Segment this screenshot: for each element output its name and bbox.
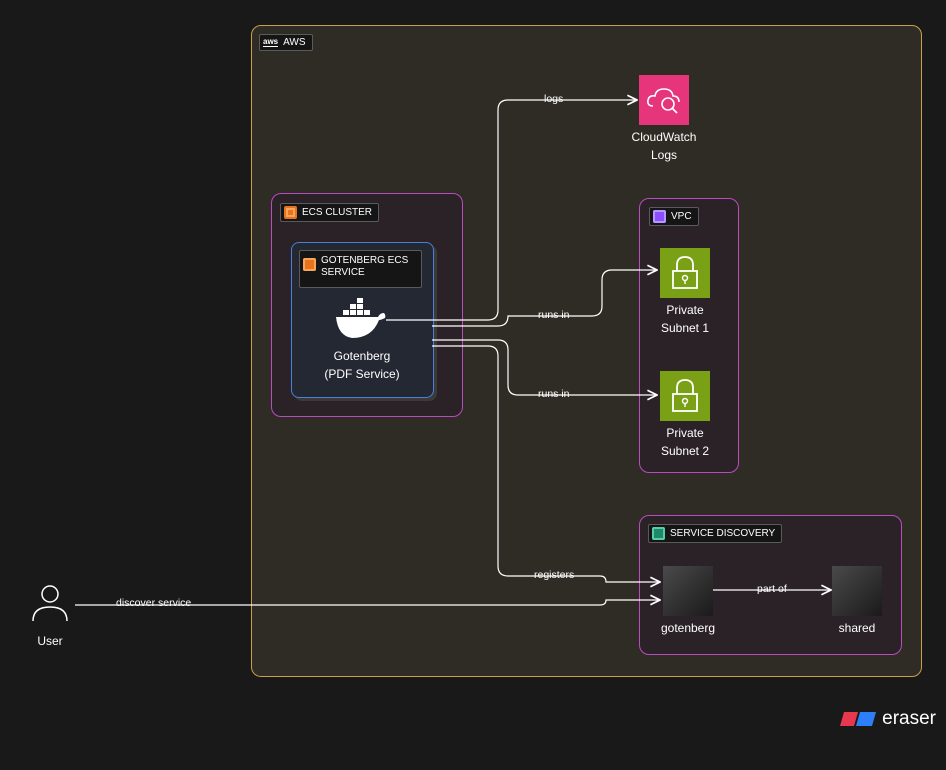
eraser-logo-icon xyxy=(840,712,877,726)
eraser-brand: eraser xyxy=(840,708,936,730)
aws-tag-label: AWS xyxy=(283,37,306,48)
ecs-service-icon xyxy=(303,258,316,271)
ecs-cluster-label: ECS CLUSTER xyxy=(302,207,373,218)
lock-icon xyxy=(660,371,710,421)
sd-gotenberg-icon xyxy=(663,566,713,616)
edge-label-runs-in-2: runs in xyxy=(538,388,570,400)
subnet1-label: Private Subnet 1 xyxy=(660,303,710,335)
vpc-label: VPC xyxy=(671,211,692,222)
lock-icon xyxy=(660,248,710,298)
vpc-tag: VPC xyxy=(649,207,699,226)
sd-shared-icon xyxy=(832,566,882,616)
user-icon xyxy=(32,585,68,622)
sd-shared-label: shared xyxy=(838,621,876,635)
service-discovery-tag: SERVICE DISCOVERY xyxy=(648,524,783,543)
docker-icon xyxy=(336,298,386,338)
ecs-cluster-tag: ECS CLUSTER xyxy=(280,203,380,222)
aws-logo-icon: aws xyxy=(263,37,279,47)
service-discovery-icon xyxy=(652,527,665,540)
edge-discover xyxy=(75,600,660,606)
ecs-service-label: GOTENBERG ECS SERVICE xyxy=(321,255,409,278)
edge-registers xyxy=(432,345,660,582)
sd-gotenberg-label: gotenberg xyxy=(660,621,716,635)
edge-label-discover: discover service xyxy=(116,597,192,609)
edge-logs xyxy=(386,100,637,321)
edge-label-runs-in-1: runs in xyxy=(538,309,570,321)
edge-runs-in-1 xyxy=(432,270,657,327)
service-discovery-label: SERVICE DISCOVERY xyxy=(670,528,776,539)
ecs-service-tag: GOTENBERG ECS SERVICE xyxy=(299,250,422,288)
subnet2-label: Private Subnet 2 xyxy=(660,426,710,458)
eraser-brand-name: eraser xyxy=(882,708,936,729)
vpc-icon xyxy=(653,210,666,223)
cloudwatch-icon xyxy=(639,75,689,125)
user-label: User xyxy=(37,634,63,648)
edge-label-part-of: part of xyxy=(757,583,787,595)
ecs-icon xyxy=(284,206,297,219)
gotenberg-label: Gotenberg (PDF Service) xyxy=(324,349,400,381)
aws-tag: aws AWS xyxy=(259,34,313,51)
edge-label-logs: logs xyxy=(544,93,564,105)
edge-label-registers: registers xyxy=(534,569,575,581)
cloudwatch-label: CloudWatch Logs xyxy=(631,130,697,162)
edge-runs-in-2 xyxy=(432,339,657,395)
vpc-group: VPC xyxy=(639,198,739,473)
